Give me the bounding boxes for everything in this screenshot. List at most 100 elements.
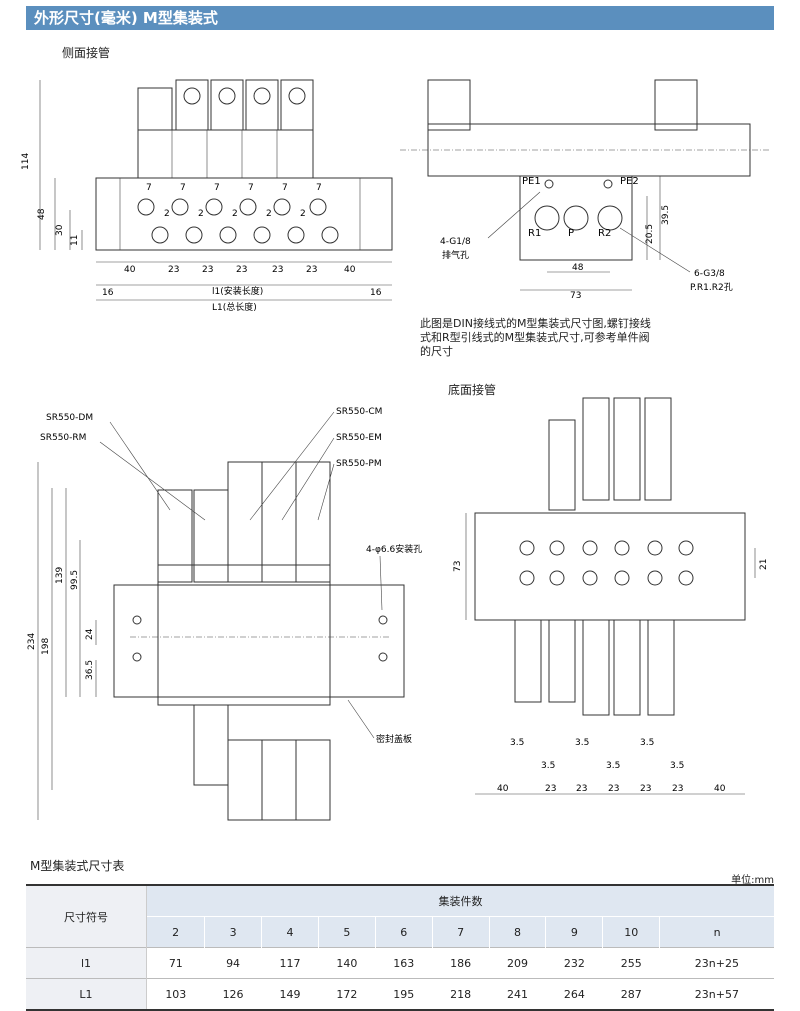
side-view: 7 7 7 7 7 7 2 2 2 2 2 114 48 30 11 40 23… [21, 79, 393, 313]
table-title: M型集装式尺寸表 [30, 859, 125, 873]
dim-7-2: 7 [180, 183, 186, 193]
table-cell: 140 [318, 947, 376, 979]
bottom-view: 73 21 3.5 3.5 3.5 3.5 3.5 3.5 40 23 23 2… [453, 397, 769, 795]
sr550-dm-label: SR550-DM [46, 413, 93, 423]
count-header: 3 [204, 916, 263, 948]
count-header: 8 [489, 916, 547, 948]
dim-b-23d: 23 [640, 784, 651, 794]
dim-40b: 40 [344, 265, 356, 275]
g38-label: 6-G3/8 [694, 269, 725, 279]
dim-20-5: 20.5 [645, 224, 655, 244]
dim-234: 234 [27, 633, 37, 650]
page-header: 外形尺寸(毫米) M型集装式 [26, 6, 774, 30]
table-cell: 149 [261, 978, 319, 1011]
drawing-note: 此图是DIN接线式的M型集装式尺寸图,螺钉接线式和R型引线式的M型集装式尺寸,可… [420, 317, 651, 358]
table-cell: 23n+57 [659, 978, 774, 1011]
dim-7-5: 7 [282, 183, 288, 193]
dimension-table: 尺寸符号 集装件数 2 3 4 5 6 7 8 9 10 n l1 71 94 … [26, 884, 774, 1011]
sr550-pm-label: SR550-PM [336, 459, 382, 469]
symbol-header: 尺寸符号 [26, 884, 147, 948]
count-header: 6 [375, 916, 433, 948]
dim-2-2: 2 [198, 209, 204, 219]
table-cell: 195 [375, 978, 433, 1011]
table-cell: 163 [375, 947, 433, 979]
mount-hole-label: 4-φ6.6安装孔 [366, 543, 422, 555]
table-cell: 94 [204, 947, 262, 979]
table-cell: 71 [146, 947, 205, 979]
count-header: 7 [432, 916, 490, 948]
dim-23a: 23 [168, 265, 179, 275]
technical-drawing: 7 7 7 7 7 7 2 2 2 2 2 114 48 30 11 40 23… [21, 79, 770, 821]
dim-7-4: 7 [248, 183, 254, 193]
dim-23c: 23 [236, 265, 247, 275]
dim-7-1: 7 [146, 183, 152, 193]
table-cell: 103 [146, 978, 205, 1011]
dim-2-4: 2 [266, 209, 272, 219]
dim-2-1: 2 [164, 209, 170, 219]
end-view: PE1 PE2 R1 P R2 4-G1/8 排气孔 39.5 20.5 48 … [400, 79, 770, 301]
dim-3-5-b: 3.5 [541, 761, 555, 771]
dim-36-5: 36.5 [85, 660, 95, 680]
count-header: 2 [146, 916, 206, 948]
dim-139: 139 [55, 567, 65, 584]
sr550-cm-label: SR550-CM [336, 407, 382, 417]
table-cell: 186 [432, 947, 490, 979]
seal-label: 密封盖板 [376, 733, 412, 745]
dim-21: 21 [759, 559, 769, 570]
dim-48-end: 48 [572, 263, 584, 273]
table-unit: 单位:mm [731, 875, 774, 886]
count-header: 9 [545, 916, 604, 948]
table-cell: 218 [432, 978, 490, 1011]
count-header: 4 [261, 916, 319, 948]
dim-99-5: 99.5 [70, 570, 80, 590]
dim-114: 114 [21, 153, 31, 170]
dim-16a: 16 [102, 288, 114, 298]
dim-l1: l1(安装长度) [212, 285, 263, 297]
dim-b-40b: 40 [714, 784, 726, 794]
exhaust-label: 排气孔 [442, 249, 469, 261]
pe1-label: PE1 [522, 176, 541, 187]
ports-label: P.R1.R2孔 [690, 282, 733, 293]
table-cell: 264 [545, 978, 603, 1011]
top-view: SR550-DM SR550-RM SR550-CM SR550-EM SR55… [27, 407, 422, 821]
dim-30: 30 [55, 224, 65, 236]
dim-b-23c: 23 [608, 784, 619, 794]
dim-b-40a: 40 [497, 784, 509, 794]
table-cell: 255 [602, 947, 660, 979]
dim-b-23e: 23 [672, 784, 683, 794]
table-cell: 117 [261, 947, 319, 979]
table-cell: 209 [489, 947, 546, 979]
dim-73-bottom: 73 [453, 561, 463, 572]
dim-24: 24 [85, 628, 95, 640]
sr550-em-label: SR550-EM [336, 433, 382, 443]
dim-2-3: 2 [232, 209, 238, 219]
dim-L1: L1(总长度) [212, 301, 257, 313]
row-symbol: l1 [26, 947, 147, 979]
group-header: 集装件数 [146, 884, 774, 917]
dim-73-end: 73 [570, 291, 581, 301]
sr550-rm-label: SR550-RM [40, 433, 86, 443]
r1-label: R1 [528, 228, 541, 239]
row-symbol: L1 [26, 978, 147, 1011]
side-ports-upper [137, 198, 327, 216]
bottom-ports [519, 540, 694, 586]
table-cell: 172 [318, 978, 376, 1011]
dim-3-5-c: 3.5 [575, 738, 589, 748]
count-header: 5 [318, 916, 376, 948]
dim-48: 48 [37, 208, 47, 220]
g18-label: 4-G1/8 [440, 237, 471, 247]
dim-b-23a: 23 [545, 784, 556, 794]
dim-23d: 23 [272, 265, 283, 275]
dim-16b: 16 [370, 288, 382, 298]
table-cell: 287 [602, 978, 660, 1011]
table-cell: 241 [489, 978, 546, 1011]
dim-40a: 40 [124, 265, 136, 275]
dim-7-6: 7 [316, 183, 322, 193]
dim-23e: 23 [306, 265, 317, 275]
count-header: n [659, 916, 774, 948]
dim-23b: 23 [202, 265, 213, 275]
table-cell: 232 [545, 947, 603, 979]
dim-2-5: 2 [300, 209, 306, 219]
bottom-section-title: 底面接管 [448, 383, 497, 397]
table-row: l1 71 94 117 140 163 186 209 232 255 23n… [26, 947, 774, 979]
